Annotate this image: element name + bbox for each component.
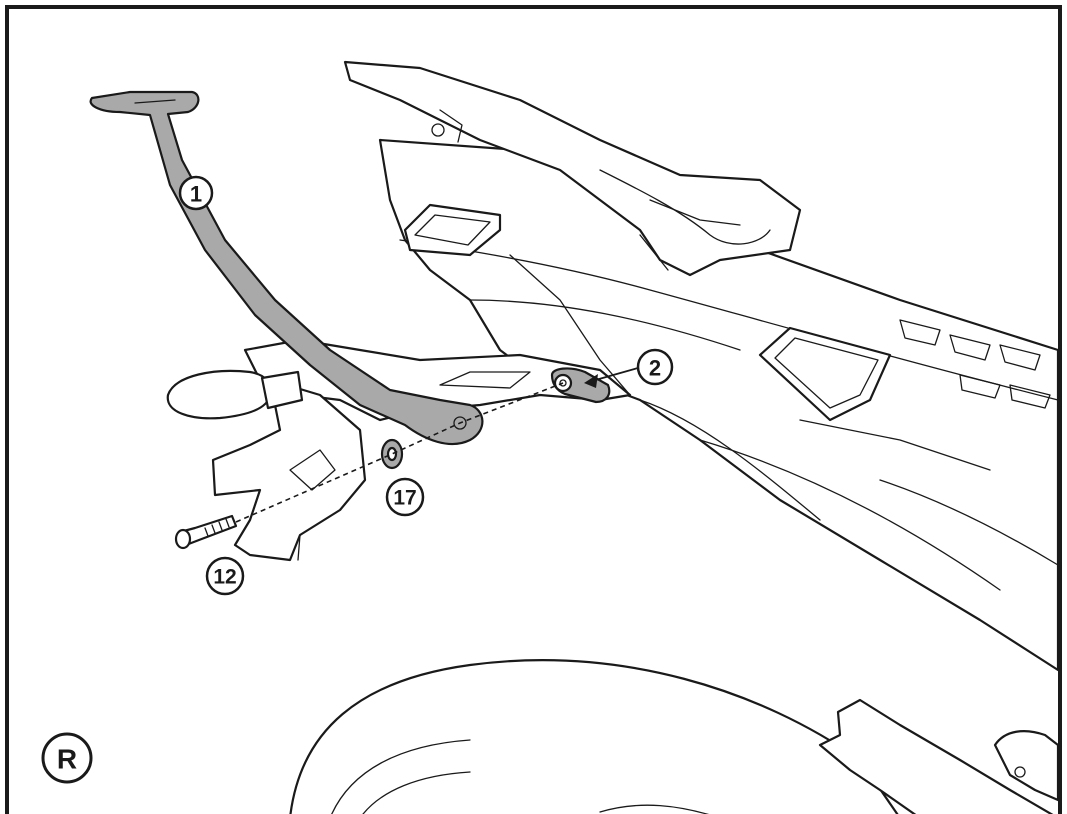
svg-text:17: 17 xyxy=(393,487,416,510)
diagram-frame xyxy=(5,5,1062,814)
callout-part-12: 12 xyxy=(205,556,245,596)
washer-part-17 xyxy=(380,438,404,470)
callout-part-1: 1 xyxy=(178,175,214,211)
assembly-axis-line xyxy=(235,382,564,523)
svg-text:12: 12 xyxy=(213,566,236,589)
motorcycle-tail-section xyxy=(378,138,1060,672)
bolt-part-12 xyxy=(174,514,238,550)
leader-arrow-part-2 xyxy=(584,367,639,388)
callout-part-17: 17 xyxy=(385,477,425,517)
svg-text:2: 2 xyxy=(649,356,661,381)
rear-wheel xyxy=(289,659,899,814)
rear-fender-mudguard xyxy=(818,698,1060,814)
side-marker-callout: R xyxy=(41,732,93,784)
svg-text:1: 1 xyxy=(190,182,202,207)
svg-text:R: R xyxy=(57,744,77,775)
callout-part-2: 2 xyxy=(636,348,674,386)
grab-handle xyxy=(343,60,802,277)
turn-signal xyxy=(166,369,304,420)
